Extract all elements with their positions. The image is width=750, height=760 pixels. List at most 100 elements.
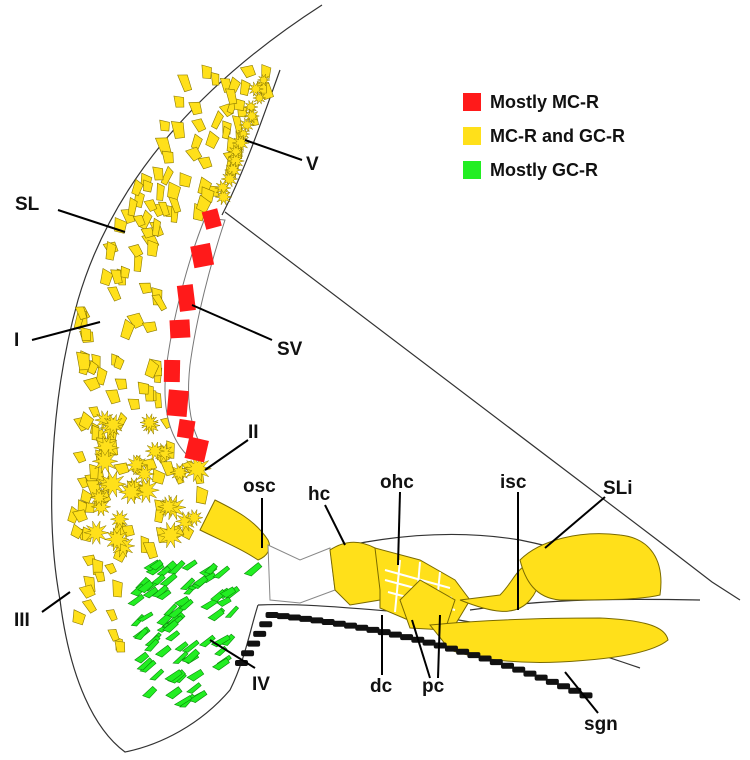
sgn-dash [310,617,324,624]
spiral-ganglion-dashes [235,612,593,699]
sgn-dash [501,662,515,669]
stellate-cell [232,134,250,152]
yellow-cell [143,199,158,212]
sgn-dash [512,666,526,673]
green-cell [193,575,209,587]
sgn-dash [545,678,559,685]
sgn-dash [265,612,279,619]
legend: Mostly MC-R MC-R and GC-R Mostly GC-R [463,92,625,180]
yellow-cell [114,378,128,390]
yellow-cell [120,318,135,341]
sgn-dash [332,620,346,627]
yellow-cell [197,156,213,170]
green-cell [137,579,154,594]
yellow-cell [127,398,140,411]
leader-pc-2 [437,614,441,679]
label-isc: isc [500,472,527,493]
stellate-cell [257,73,270,87]
yellow-cell [173,95,185,108]
stellate-cell [221,170,238,188]
green-cell [174,641,189,652]
sgn-dash [557,683,571,690]
stellate-cell [102,414,125,436]
yellow-cell [261,64,272,79]
stellate-cell [157,496,179,517]
yellow-cell [104,563,117,575]
yellow-cell [83,377,101,392]
green-cell [178,598,194,611]
stria-red-segment [166,389,189,417]
label-II: II [248,422,259,443]
yellow-cell [177,74,193,93]
green-cell [127,593,145,607]
legend-swatch-mostly-gc-r [463,161,481,179]
stellate-cell [92,448,118,474]
yellow-cell [113,462,130,475]
leader-SL [57,209,126,233]
stellate-cell [93,435,120,460]
green-cell [149,668,165,681]
leader-ohc [397,491,401,566]
yellow-cell [95,366,108,386]
legend-label-mostly-gc-r: Mostly GC-R [490,160,598,180]
sgn-dash [276,613,290,620]
yellow-cell [78,411,95,431]
sgn-dash [422,639,436,646]
green-cell [207,608,225,622]
label-SV: SV [277,339,303,360]
leader-SLi [544,496,606,549]
stria-red-segments [163,208,222,463]
sgn-dash [444,645,458,652]
yellow-cell [127,197,138,217]
green-cell [144,638,160,652]
stellate-cell [239,117,255,133]
green-cell [155,644,172,658]
green-cell-field [127,559,263,708]
stellate-cell [145,441,165,461]
green-cell [173,695,193,707]
green-cell [136,657,153,671]
green-cell [142,685,158,699]
yellow-cell [94,571,106,583]
yellow-cell [105,389,121,405]
yellow-cell [151,294,168,312]
sgn-dash [344,622,358,629]
yellow-cell [239,79,251,96]
green-cell [149,559,164,571]
label-dc: dc [370,676,393,697]
green-cell [163,603,178,616]
yellow-cell [105,609,118,622]
sgn-dash [388,631,402,638]
yellow-cell [72,609,86,626]
yellow-cell [128,244,144,258]
green-cell [181,648,201,664]
yellow-cell [211,110,224,130]
green-cell [172,651,189,664]
green-cell [188,689,208,703]
yellow-cell [131,178,144,197]
green-cell [159,572,178,587]
sgn-dash [433,642,447,649]
green-cell [216,596,232,607]
leader-lines [31,139,606,714]
green-cell [134,651,150,664]
spiral-limbus [519,533,662,601]
yellow-cell [72,509,88,523]
legend-swatch-mc-r-and-gc-r [463,127,481,145]
stellate-cell [215,188,232,206]
label-ohc: ohc [380,472,414,493]
stellate-cell [157,522,185,549]
sgn-dash [523,670,537,677]
yellow-cell [133,252,143,273]
sgn-dash [534,674,548,681]
yellow-cell [205,130,220,150]
label-SL: SL [15,194,40,215]
green-cell [211,657,230,671]
yellow-cell [132,214,146,227]
yellow-cell [231,115,243,134]
stria-vascularis [163,208,226,463]
stellate-cell [83,520,109,545]
green-cell [165,630,181,642]
sgn-dash [456,648,470,655]
green-cell [164,669,183,683]
